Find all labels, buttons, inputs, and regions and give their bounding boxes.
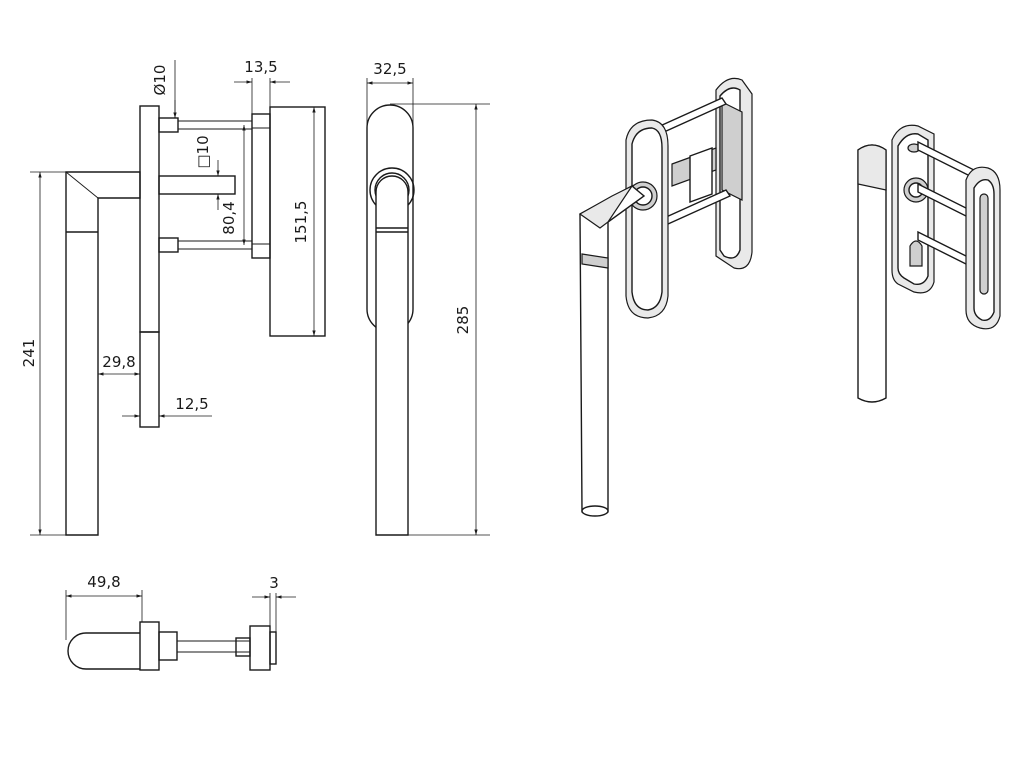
top-rose (139, 621, 160, 671)
side-view: 241 29,8 12,5 Ø10 □10 80,4 13,5 151,5 (20, 58, 326, 536)
front-handle (375, 175, 409, 536)
dim-side-height: 241 (20, 339, 38, 368)
top-view: 49,8 3 (65, 573, 296, 671)
dim-pin-spacing: 80,4 (220, 201, 238, 234)
iso2-pins (917, 140, 975, 270)
dim-handle-offset: 29,8 (102, 353, 135, 371)
side-backplate (251, 113, 271, 259)
top-handle (67, 632, 140, 670)
side-spindle (158, 175, 236, 195)
dim-backplate-width: 13,5 (244, 58, 277, 76)
dim-top-projection: 49,8 (87, 573, 120, 591)
iso-pins (658, 97, 732, 225)
top-backplate (249, 625, 271, 671)
side-rose (139, 105, 160, 333)
dim-backplate-height: 151,5 (292, 201, 310, 244)
isometric-view-front (578, 77, 753, 517)
dim-rose-thickness: 12,5 (175, 395, 208, 413)
isometric-view-rear (857, 124, 1001, 403)
dim-front-width: 32,5 (373, 60, 406, 78)
dim-total-height: 285 (454, 306, 472, 335)
dim-square-spindle: □10 (194, 135, 212, 168)
dim-pin-diameter: Ø10 (151, 65, 169, 96)
side-pin-bottom (158, 237, 179, 253)
side-pin-top (158, 117, 179, 133)
dim-plate-thickness: 3 (269, 574, 279, 592)
front-view: 32,5 285 (366, 60, 490, 536)
